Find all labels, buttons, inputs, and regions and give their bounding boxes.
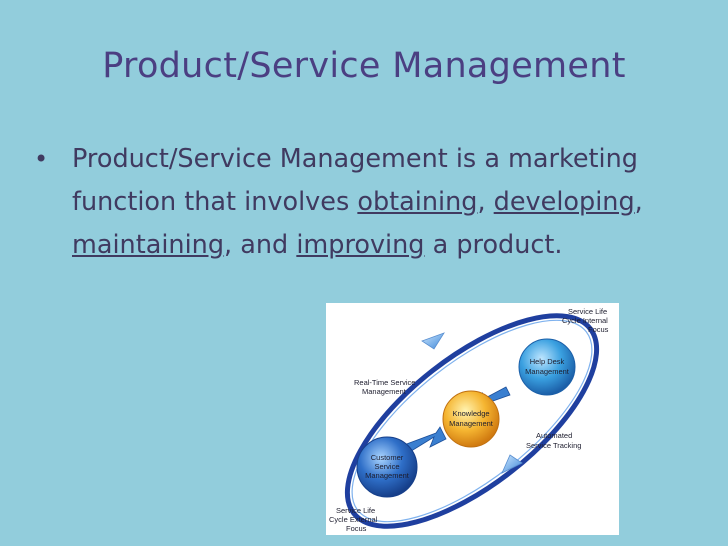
separator: , (477, 187, 494, 217)
svg-text:Automated: Automated (536, 431, 572, 440)
label-automated-service-tracking: Automated Service Tracking (526, 431, 581, 450)
maintaining-link[interactable]: maintaining (72, 230, 225, 260)
label-real-time-service: Real-Time Service Management (354, 378, 415, 396)
diagram-svg: Help Desk Management Knowledge Managemen… (329, 307, 609, 533)
help-desk-node (518, 338, 576, 396)
service-management-diagram: Help Desk Management Knowledge Managemen… (326, 303, 619, 535)
svg-text:Service Life: Service Life (336, 506, 375, 515)
svg-text:Cycle External: Cycle External (329, 515, 378, 524)
label-service-life-external: Service Life Cycle External Focus (329, 506, 378, 533)
svg-text:Service Tracking: Service Tracking (526, 441, 581, 450)
svg-text:Service Life: Service Life (568, 307, 607, 316)
svg-text:Cycle Internal: Cycle Internal (562, 316, 608, 325)
svg-text:Real-Time Service: Real-Time Service (354, 378, 415, 387)
customer-line3: Management (365, 471, 410, 480)
customer-service-node (356, 436, 418, 498)
orbit-ring (344, 313, 600, 529)
help-desk-line1: Help Desk (530, 357, 565, 366)
svg-text:Focus: Focus (588, 325, 609, 334)
slide-title: Product/Service Management (102, 46, 626, 86)
bullet-intro: Product/Service Management is a marketin… (72, 144, 638, 217)
help-desk-line2: Management (525, 367, 570, 376)
knowledge-line2: Management (449, 419, 494, 428)
orbit-arrow-top-icon (421, 332, 445, 350)
orbit-arrow-bottom-icon (501, 454, 523, 474)
knowledge-node (442, 390, 500, 448)
customer-line2: Service (374, 462, 399, 471)
bullet-item: Product/Service Management is a marketin… (72, 138, 702, 267)
improving-link[interactable]: improving (296, 230, 425, 260)
label-service-life-internal: Service Life Cycle Internal Focus (562, 307, 609, 334)
separator: , (634, 187, 643, 217)
bullet-marker: • (34, 145, 49, 173)
bullet-outro: a product. (424, 230, 563, 260)
svg-text:Focus: Focus (346, 524, 367, 533)
arrow-customer-to-knowledge-icon (403, 426, 447, 454)
obtaining-link[interactable]: obtaining (357, 187, 478, 217)
knowledge-line1: Knowledge (452, 409, 489, 418)
developing-link[interactable]: developing (493, 187, 635, 217)
customer-line1: Customer (371, 453, 404, 462)
svg-text:Management: Management (362, 387, 407, 396)
separator: , and (224, 230, 297, 260)
